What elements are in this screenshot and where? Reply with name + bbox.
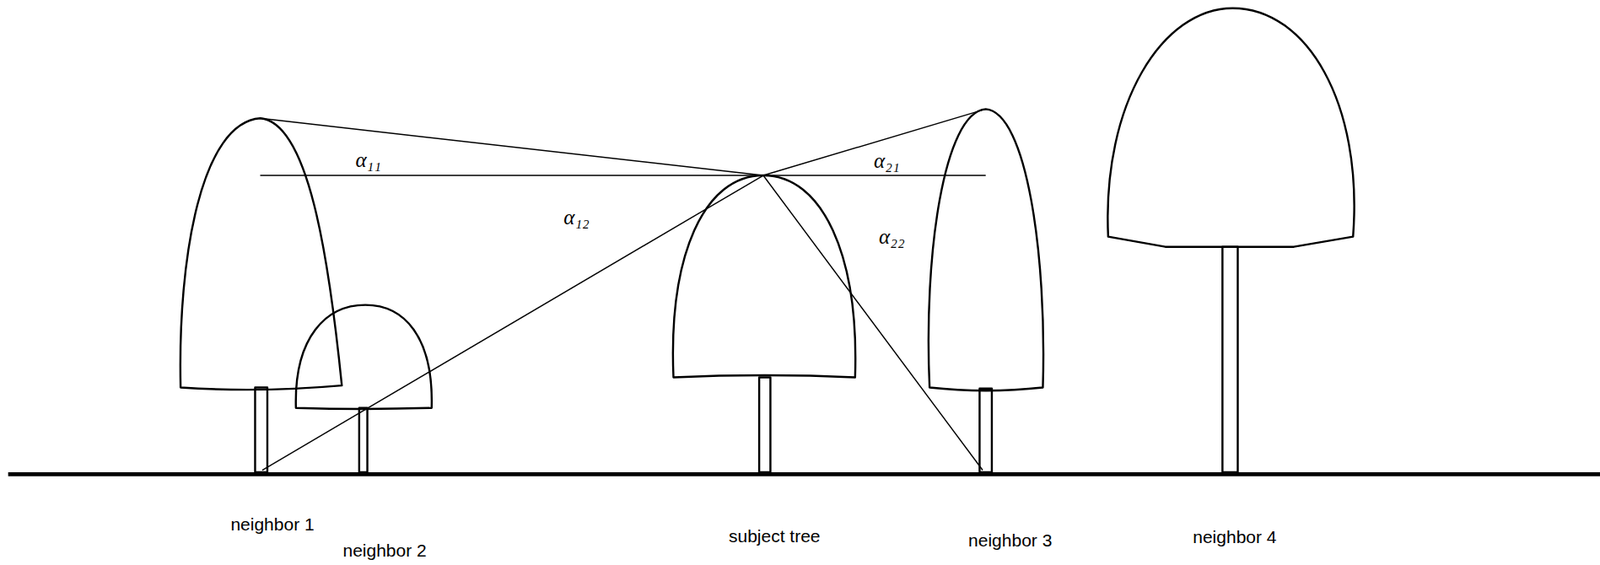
- angle-label: α₁₂: [561, 205, 592, 230]
- angle-label: α₁₁: [353, 148, 383, 173]
- tree-name: neighbor 1: [228, 514, 316, 534]
- angle-label: α₂₂: [877, 225, 907, 249]
- angle-label: α₂₁: [872, 149, 902, 173]
- tree-name: neighbor 3: [966, 530, 1054, 550]
- tree-name: neighbor 4: [1190, 527, 1278, 548]
- tree-name: subject tree: [727, 527, 823, 547]
- tree-name: neighbor 2: [340, 541, 428, 561]
